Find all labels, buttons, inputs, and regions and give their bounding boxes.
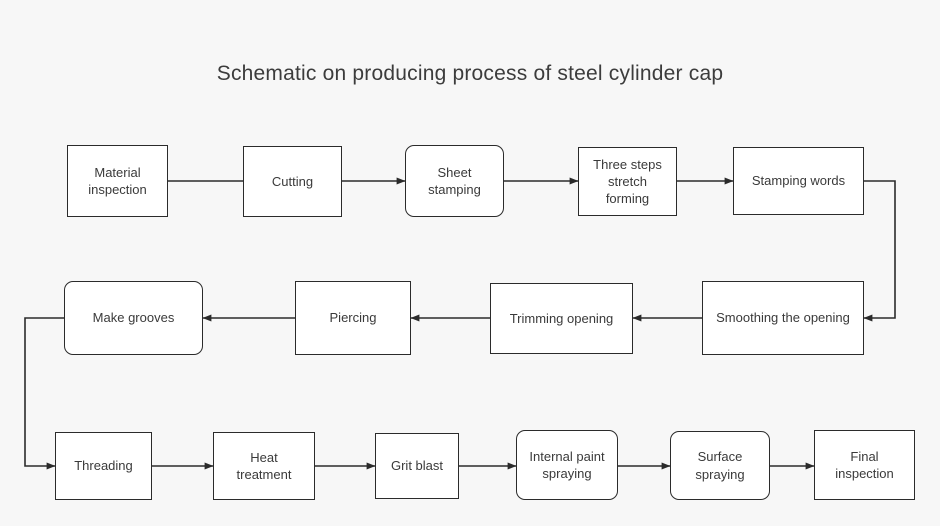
- node-label-final-inspection: Final inspection: [835, 448, 894, 481]
- node-label-sheet-stamping: Sheet stamping: [428, 164, 481, 197]
- node-label-internal-paint-spraying: Internal paint spraying: [529, 448, 605, 481]
- node-label-make-grooves: Make grooves: [92, 310, 175, 326]
- node-label-piercing: Piercing: [329, 310, 377, 326]
- node-label-grit-blast: Grit blast: [390, 458, 443, 474]
- node-sheet-stamping[interactable]: Sheet stamping: [405, 145, 504, 217]
- connector-stamping-words--to--smoothing-the-opening: [863, 180, 896, 322]
- node-heat-treatment[interactable]: Heat treatment: [213, 432, 315, 500]
- node-internal-paint-spraying[interactable]: Internal paint spraying: [516, 430, 618, 500]
- node-smoothing-the-opening[interactable]: Smoothing the opening: [702, 281, 864, 355]
- diagram-title: Schematic on producing process of steel …: [216, 62, 724, 85]
- node-trimming-opening[interactable]: Trimming opening: [490, 283, 633, 354]
- node-material-inspection[interactable]: Material inspection: [67, 145, 168, 217]
- node-label-threading: Threading: [74, 458, 133, 474]
- node-label-three-steps-stretch-forming: Three steps stretch forming: [593, 156, 662, 207]
- node-cutting[interactable]: Cutting: [243, 146, 342, 217]
- node-three-steps-stretch-forming[interactable]: Three steps stretch forming: [578, 147, 677, 216]
- node-grit-blast[interactable]: Grit blast: [375, 433, 459, 499]
- node-stamping-words[interactable]: Stamping words: [733, 147, 864, 215]
- node-final-inspection[interactable]: Final inspection: [814, 430, 915, 500]
- node-threading[interactable]: Threading: [55, 432, 152, 500]
- node-label-surface-spraying: Surface spraying: [695, 449, 745, 482]
- node-make-grooves[interactable]: Make grooves: [64, 281, 203, 355]
- node-label-trimming-opening: Trimming opening: [509, 310, 614, 326]
- node-label-stamping-words: Stamping words: [751, 173, 846, 189]
- node-label-smoothing-the-opening: Smoothing the opening: [716, 310, 850, 326]
- node-label-heat-treatment: Heat treatment: [236, 449, 292, 482]
- node-surface-spraying[interactable]: Surface spraying: [670, 431, 770, 500]
- node-label-cutting: Cutting: [271, 173, 314, 189]
- node-piercing[interactable]: Piercing: [295, 281, 411, 355]
- node-label-material-inspection: Material inspection: [88, 164, 147, 197]
